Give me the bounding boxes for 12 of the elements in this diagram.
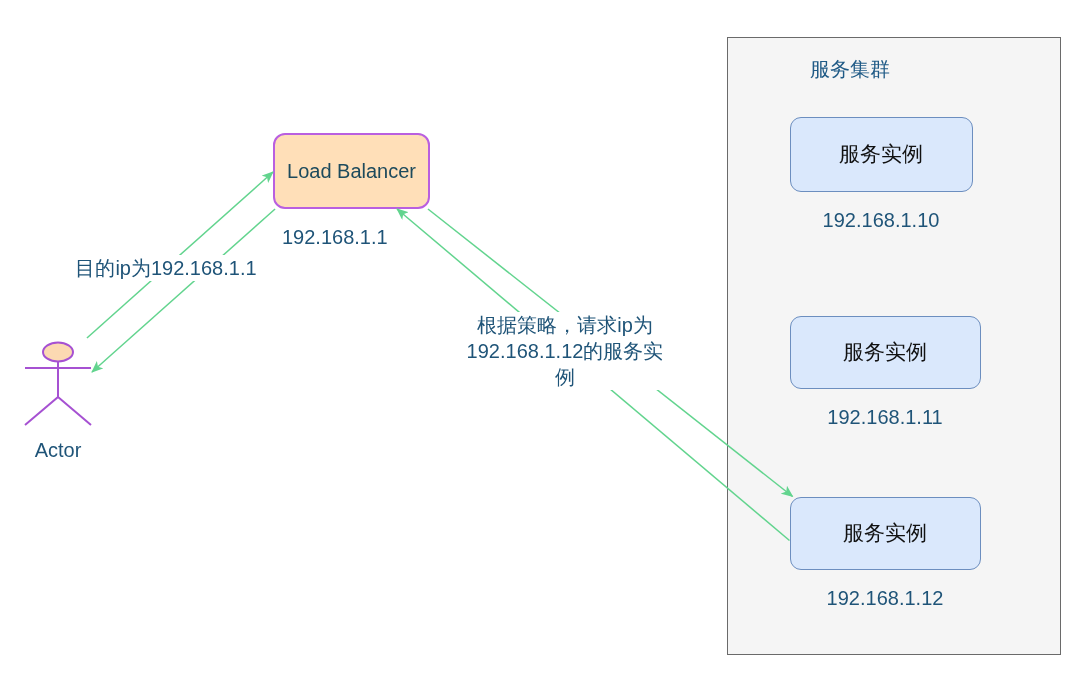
ip-address-label: 192.168.1.12 <box>826 585 944 610</box>
box-label: 服务实例 <box>839 141 923 167</box>
ip-address-label: 192.168.1.11 <box>827 404 943 429</box>
cluster-panel <box>727 37 1061 655</box>
panel-title: 服务集群 <box>810 57 890 81</box>
box-label: 服务实例 <box>843 339 927 365</box>
box-label: 服务实例 <box>843 520 927 546</box>
ip-address-label: 192.168.1.10 <box>822 207 940 232</box>
actor-label: Actor <box>34 438 82 462</box>
box-label: Load Balancer <box>287 159 416 183</box>
ip-address-label: 192.168.1.1 <box>282 225 388 249</box>
edge-label: 目的ip为192.168.1.1 <box>75 255 257 281</box>
